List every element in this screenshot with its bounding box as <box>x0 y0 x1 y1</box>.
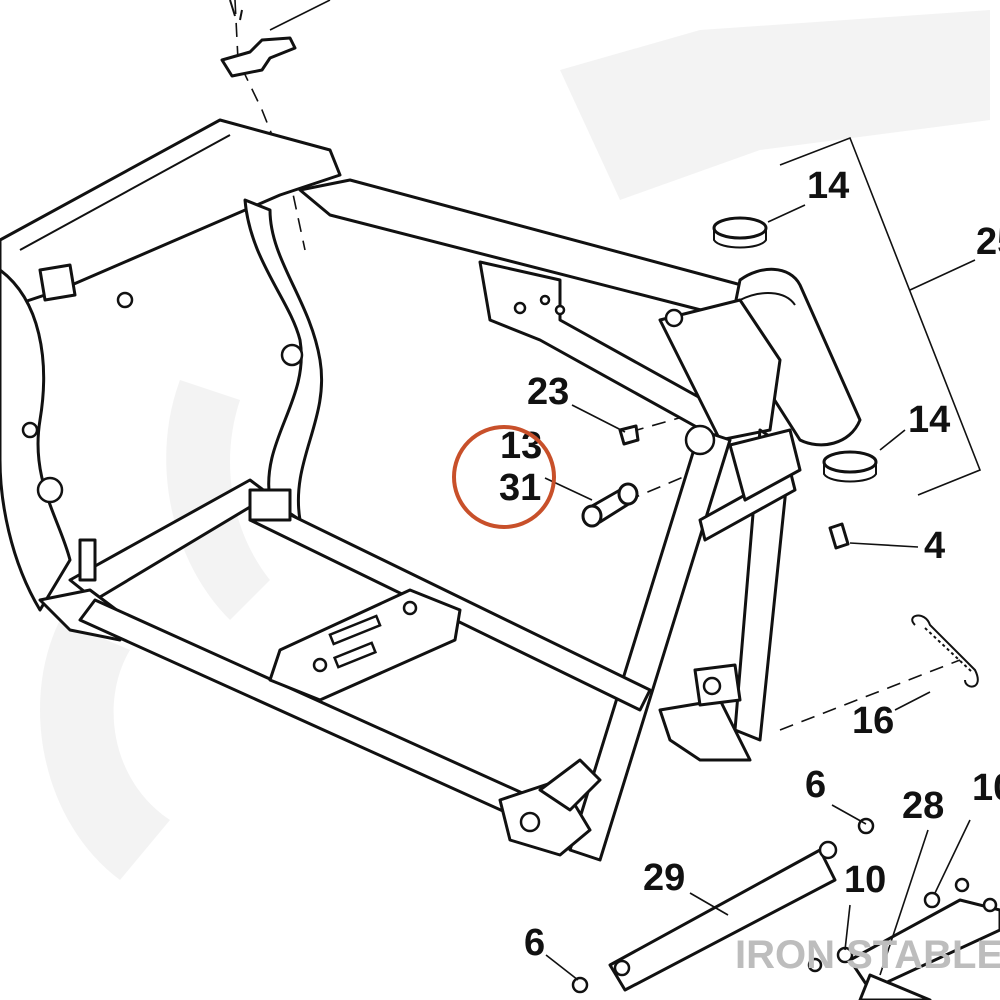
grease-fitting-23 <box>618 424 640 446</box>
bolts <box>571 817 998 994</box>
watermark-text: IRON STABLE <box>735 933 1000 977</box>
leader-lines <box>544 204 971 981</box>
callout-28: 28 <box>902 785 944 827</box>
lower-front-mount <box>658 663 752 762</box>
callout-16: 16 <box>852 700 894 742</box>
callout-14-lower: 14 <box>908 399 950 441</box>
callout-labels: 14 25 14 23 13 31 4 16 6 28 10 29 10 6 <box>499 165 1000 964</box>
callout-10-lower: 10 <box>844 859 886 901</box>
callout-14-upper: 14 <box>807 165 849 207</box>
background-watermark-shapes <box>40 10 990 880</box>
rear-lower-mount <box>498 758 602 857</box>
callout-4: 4 <box>924 525 945 567</box>
bracket-29 <box>608 840 838 992</box>
highlight-circle <box>452 425 556 529</box>
callout-29: 29 <box>643 857 685 899</box>
rear-frame-left <box>0 118 342 612</box>
group-bracket-25 <box>779 136 982 496</box>
callout-6-lower: 6 <box>524 922 545 964</box>
spring-16 <box>911 614 979 688</box>
front-downtubes <box>568 424 802 862</box>
set-screw-4 <box>828 522 850 550</box>
steering-bearing-upper <box>712 216 768 249</box>
callout-23: 23 <box>527 371 569 413</box>
callout-25: 25 <box>976 221 1000 263</box>
bracket-28 <box>848 891 1000 1000</box>
callout-31: 31 <box>499 467 541 509</box>
crossmember <box>268 588 462 702</box>
pivot-pin-13-31 <box>581 482 639 528</box>
callout-10-right: 10 <box>972 767 1000 809</box>
steering-bearing-lower <box>822 450 878 483</box>
top-bracket <box>220 0 331 78</box>
callout-6-upper: 6 <box>805 764 826 806</box>
steering-head <box>658 267 862 447</box>
